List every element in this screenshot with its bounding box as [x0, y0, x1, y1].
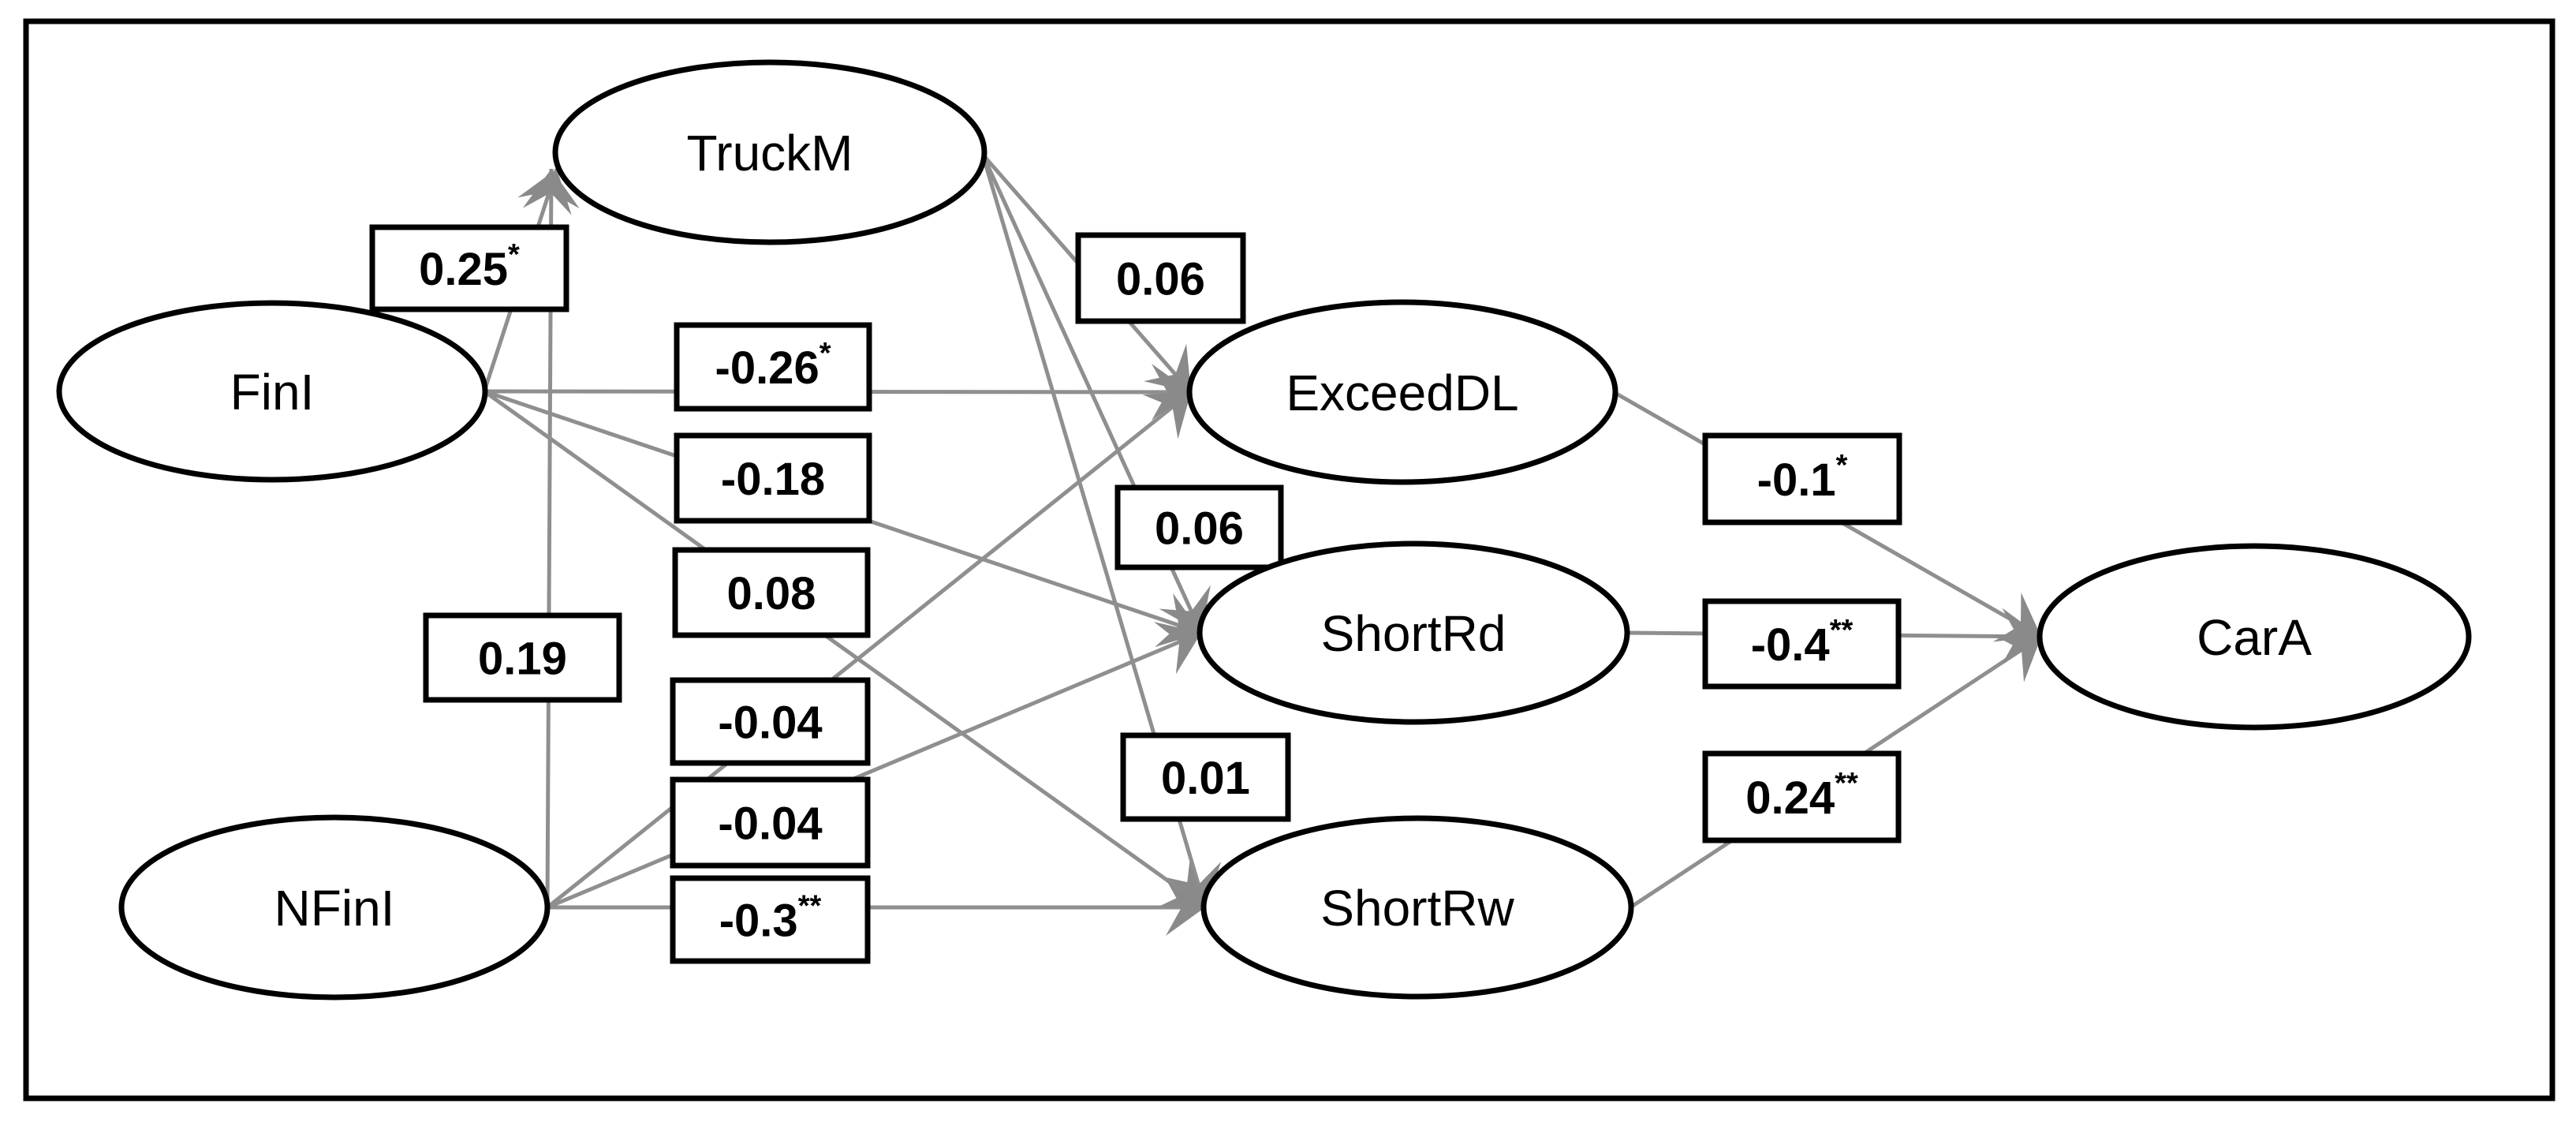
significance-asterisks: * [508, 238, 520, 271]
coefficient-value: -0.3 [719, 896, 798, 947]
coefficient-box-TruckM-ShortRw [1120, 732, 1291, 822]
coefficient-box-FinI-ShortRd [674, 432, 872, 524]
coefficient-label-NFinI-ShortRd: -0.04 [718, 798, 822, 850]
arrowhead-icon-ShortRw-CarA [1992, 634, 2041, 683]
path-line-NFinI-ExceedDL [546, 391, 1193, 909]
coefficient-box-FinI-ExceedDL [674, 322, 872, 412]
coefficient-value: 0.01 [1161, 753, 1250, 804]
coefficient-box-ExceedDL-CarA [1702, 432, 1902, 525]
node-label-NFinI: NFinI [274, 880, 395, 937]
node-label-ShortRd: ShortRd [1321, 605, 1506, 662]
coefficient-label-ShortRw-CarA: 0.24** [1745, 767, 1858, 824]
coefficient-box-ShortRw-CarA [1702, 750, 1902, 843]
coefficient-value: -0.04 [718, 698, 822, 749]
arrowhead-icon-TruckM-ShortRd [1159, 585, 1211, 633]
coefficient-label-FinI-ExceedDL: -0.26* [715, 337, 831, 394]
coefficient-value: 0.06 [1155, 503, 1244, 555]
node-label-ShortRw: ShortRw [1320, 880, 1514, 937]
coefficient-label-ExceedDL-CarA: -0.1* [1757, 449, 1848, 506]
node-ellipse-TruckM [552, 59, 987, 245]
significance-asterisks: * [1836, 449, 1848, 482]
coefficient-value: -0.26 [715, 342, 819, 394]
arrowhead-icon-NFinI-TruckM [522, 169, 580, 209]
coefficient-value: -0.18 [721, 454, 825, 505]
significance-asterisks: ** [1830, 614, 1854, 647]
arrowhead-icon-NFinI-ShortRw [1166, 879, 1205, 936]
significance-asterisks: * [819, 337, 831, 370]
coefficient-value: -0.4 [1751, 619, 1830, 671]
arrowhead-icon-NFinI-ShortRd [1153, 622, 1201, 675]
coefficient-value: -0.04 [718, 798, 822, 850]
node-ellipse-ShortRd [1197, 540, 1630, 725]
coefficient-box-ShortRd-CarA [1702, 598, 1902, 690]
coefficient-box-TruckM-ExceedDL [1075, 232, 1246, 324]
coefficient-label-FinI-TruckM: 0.25* [419, 238, 520, 295]
node-label-ExceedDL: ExceedDL [1286, 365, 1518, 421]
node-ellipse-NFinI [118, 814, 551, 1000]
coefficient-box-NFinI-ExceedDL [670, 677, 871, 766]
coefficient-value: 0.25 [419, 244, 508, 295]
coefficient-value: 0.08 [727, 568, 816, 619]
coefficient-label-TruckM-ExceedDL: 0.06 [1116, 254, 1205, 305]
coefficient-label-ShortRd-CarA: -0.4** [1751, 614, 1854, 671]
node-ellipse-CarA [2037, 543, 2472, 731]
node-ellipse-ExceedDL [1186, 299, 1618, 485]
significance-asterisks: ** [1835, 767, 1858, 800]
coefficient-label-TruckM-ShortRd: 0.06 [1155, 503, 1244, 555]
coefficient-value: -0.1 [1757, 454, 1836, 506]
coefficient-value: 0.06 [1116, 254, 1205, 305]
coefficient-value: 0.19 [478, 634, 567, 685]
coefficient-label-FinI-ShortRd: -0.18 [721, 454, 825, 505]
node-label-FinI: FinI [230, 364, 315, 421]
path-line-FinI-ShortRw [483, 389, 1207, 910]
path-line-NFinI-ShortRd [547, 630, 1202, 910]
coefficient-box-TruckM-ShortRd [1114, 484, 1284, 570]
coefficient-label-NFinI-TruckM: 0.19 [478, 634, 567, 685]
coefficient-box-NFinI-ShortRw [670, 875, 871, 964]
arrowhead-icon-NFinI-ExceedDL [1142, 392, 1191, 439]
coefficient-box-NFinI-ShortRd [670, 776, 871, 869]
coefficient-value: 0.24 [1745, 772, 1835, 824]
coefficient-box-NFinI-TruckM [423, 612, 622, 703]
node-ellipse-FinI [56, 300, 488, 483]
significance-asterisks: ** [798, 890, 822, 923]
arrowhead-icon-TruckM-ExceedDL [1143, 343, 1191, 392]
coefficient-label-NFinI-ExceedDL: -0.04 [718, 698, 822, 749]
coefficient-label-NFinI-ShortRw: -0.3** [719, 890, 822, 947]
coefficient-label-TruckM-ShortRw: 0.01 [1161, 753, 1250, 804]
node-label-TruckM: TruckM [687, 125, 853, 181]
coefficient-box-FinI-ShortRw [672, 547, 871, 638]
node-ellipse-ShortRw [1200, 815, 1634, 1000]
coefficient-label-FinI-ShortRw: 0.08 [727, 568, 816, 619]
node-label-CarA: CarA [2197, 609, 2312, 666]
coefficient-box-FinI-TruckM [369, 224, 569, 312]
